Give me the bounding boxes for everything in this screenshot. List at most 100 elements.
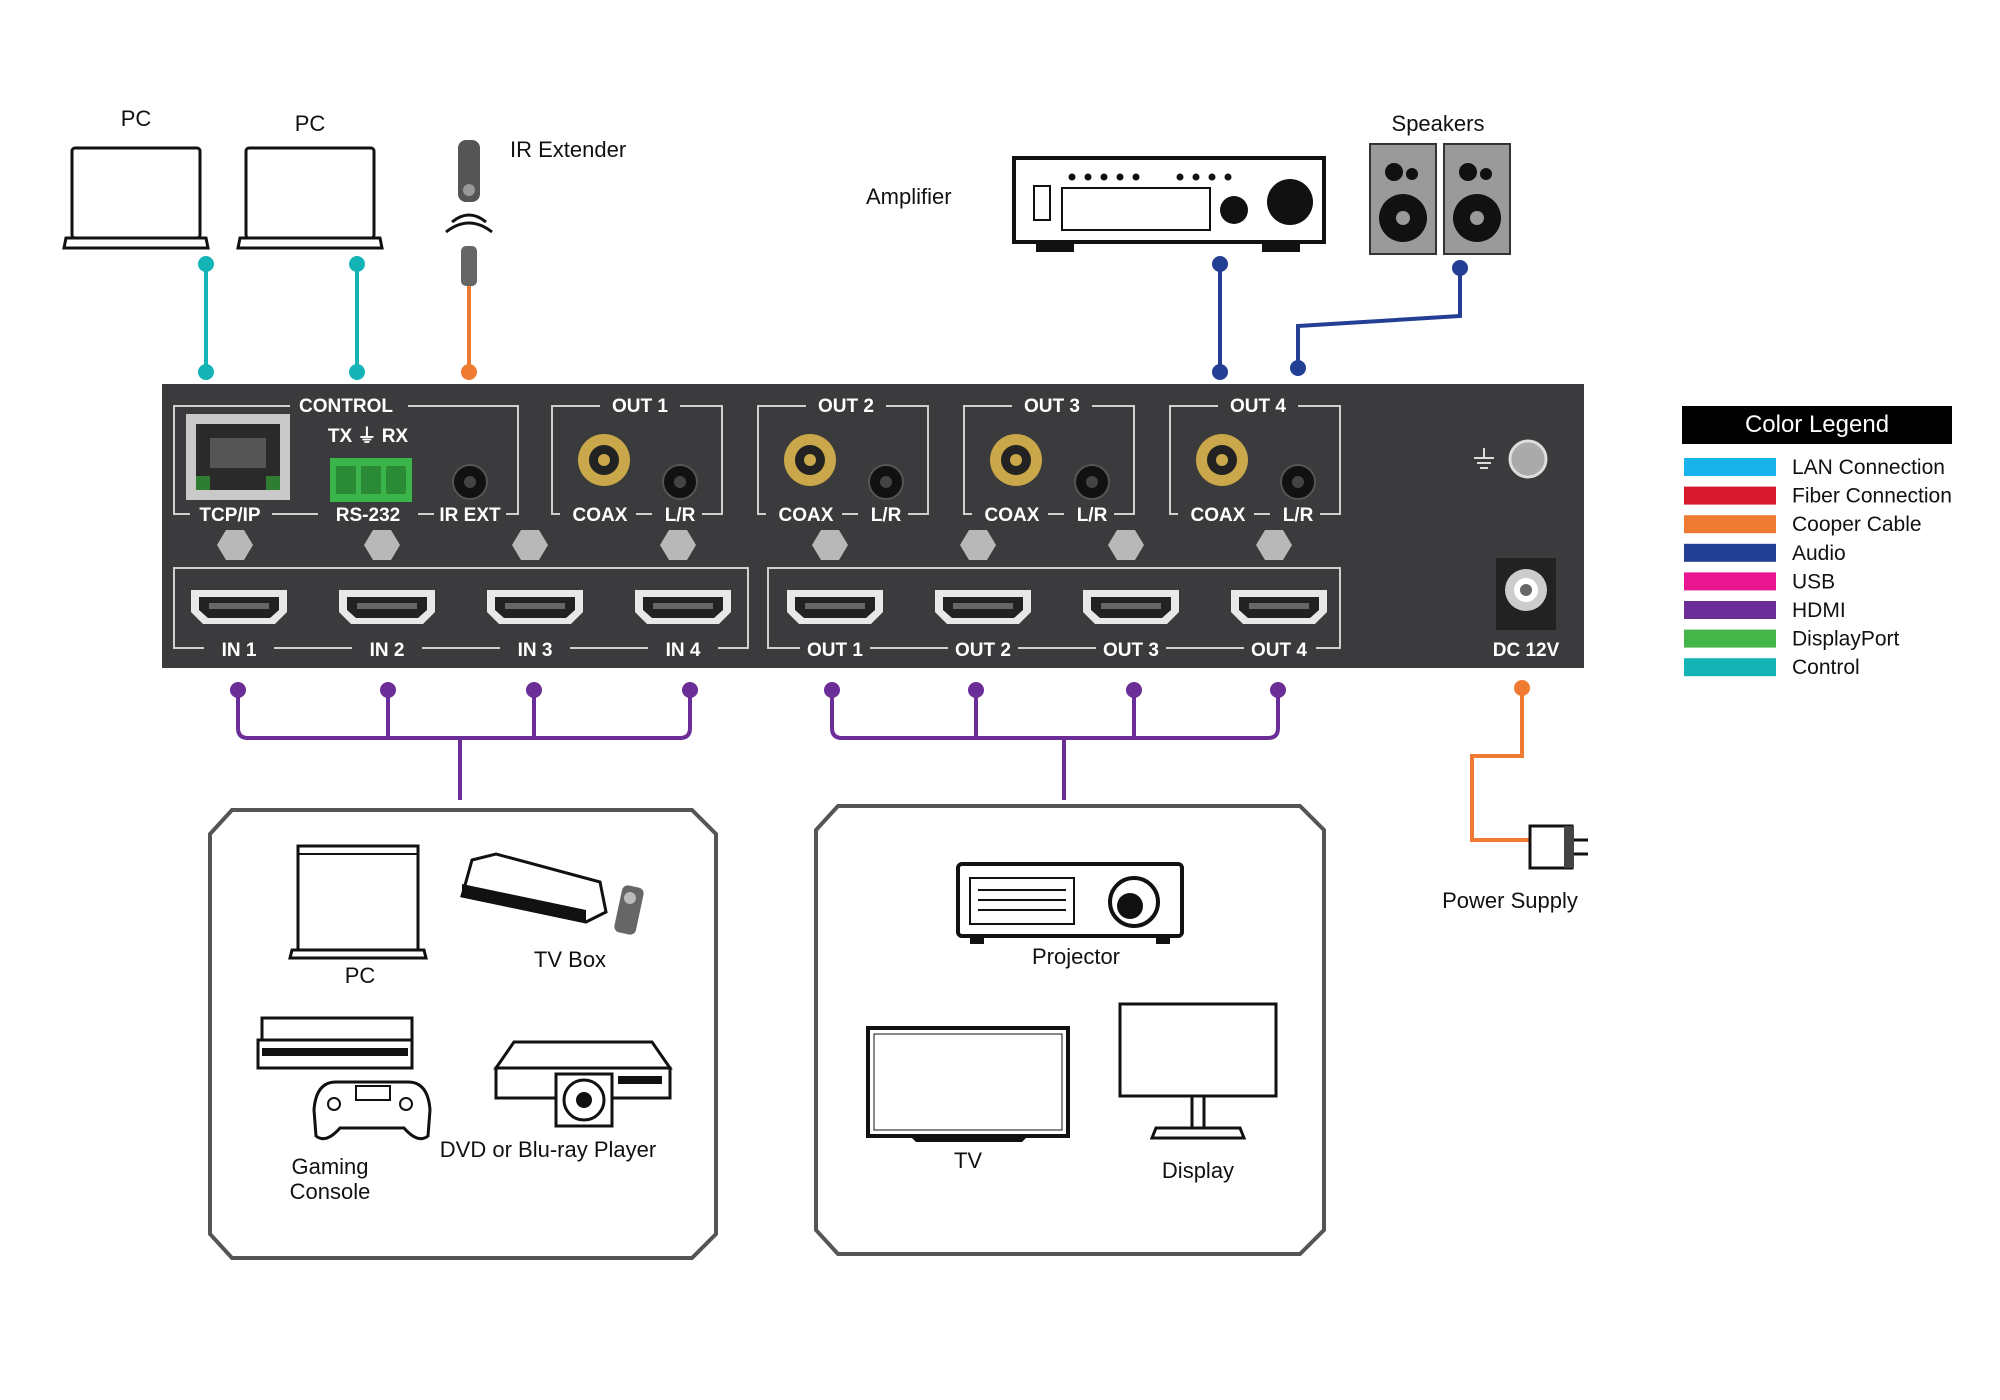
out4-audio-title: OUT 4	[1230, 396, 1286, 417]
pc-1-label: PC	[121, 106, 152, 131]
gaming-console-label-1: Gaming	[291, 1154, 368, 1179]
legend-item: HDMI	[1684, 599, 1846, 622]
legend-item: LAN Connection	[1684, 456, 1945, 479]
hdmi-output-cables	[830, 690, 1280, 800]
legend-swatch	[1684, 543, 1776, 562]
gaming-console-icon	[256, 1016, 432, 1141]
legend-swatch	[1684, 458, 1776, 476]
amplifier-audio-cable	[1212, 256, 1228, 380]
legend-label: Fiber Connection	[1792, 485, 1952, 508]
amplifier-icon	[1012, 156, 1326, 252]
pc-2-label: PC	[295, 111, 326, 136]
tv-icon	[866, 1026, 1070, 1142]
audio-out-group-2: OUT 2 COAX L/R	[757, 396, 929, 526]
hdmi-in-port-4	[635, 590, 731, 624]
out1-audio-title: OUT 1	[612, 396, 668, 417]
speakers-icon	[1369, 143, 1511, 255]
legend-title-bar	[1682, 406, 1952, 444]
projector-label: Projector	[1032, 944, 1120, 969]
out3-audio-title: OUT 3	[1024, 396, 1080, 417]
legend-item: USB	[1684, 570, 1835, 593]
power-cable	[1470, 680, 1532, 842]
legend-swatch	[1684, 515, 1776, 534]
legend-swatch	[1684, 601, 1776, 619]
source-pc-label: PC	[345, 963, 376, 988]
pc-laptop-1	[62, 146, 210, 250]
hdmi-in-label-4: IN 4	[666, 640, 701, 661]
legend-title: Color Legend	[1745, 411, 1889, 438]
tcpip-label: TCP/IP	[199, 505, 261, 526]
ground-icon	[1474, 448, 1494, 469]
pc-laptop-2	[236, 146, 384, 250]
legend-swatch	[1684, 658, 1776, 677]
hdmi-in-label-1: IN 1	[222, 640, 257, 661]
source-pc-icon	[288, 844, 428, 960]
legend-swatch	[1684, 629, 1776, 648]
legend-label: Cooper Cable	[1792, 513, 1922, 536]
matrix-switch-panel: CONTROL TX ⏚ RX TCP/IP RS-232 IR EXT OUT…	[162, 384, 1584, 668]
out2-audio-title: OUT 2	[818, 396, 874, 417]
control-title: CONTROL	[299, 396, 393, 417]
out3-coax-label: COAX	[985, 505, 1040, 526]
audio-out-group-3: OUT 3 COAX L/R	[963, 396, 1135, 526]
dc-power-jack	[1496, 558, 1556, 630]
out3-lr-label: L/R	[1077, 505, 1108, 526]
control-cable-2	[349, 256, 365, 380]
hdmi-out-label-2: OUT 2	[955, 640, 1011, 661]
audio-out-group-4: OUT 4 COAX L/R	[1169, 396, 1341, 526]
projector-icon	[956, 862, 1184, 944]
speakers-label: Speakers	[1392, 111, 1485, 136]
legend-item: DisplayPort	[1684, 628, 1900, 651]
speakers-audio-cable	[1290, 260, 1468, 376]
ir-extender-icon	[445, 140, 493, 286]
display-monitor-icon	[1118, 1002, 1278, 1140]
hdmi-out-label-4: OUT 4	[1251, 640, 1307, 661]
ir-ext-label: IR EXT	[439, 505, 501, 526]
hdmi-out-port-4	[1231, 590, 1327, 624]
hdmi-in-port-2	[339, 590, 435, 624]
hdmi-output-dots	[824, 682, 1286, 698]
legend-item: Audio	[1684, 542, 1846, 565]
legend-item: Control	[1684, 656, 1860, 679]
out2-coax-label: COAX	[779, 505, 834, 526]
legend-item: Fiber Connection	[1684, 485, 1952, 508]
audio-out-group-1: OUT 1 COAX L/R	[551, 396, 723, 526]
hdmi-in-label-3: IN 3	[518, 640, 553, 661]
out4-lr-label: L/R	[1283, 505, 1314, 526]
tv-box-icon	[460, 852, 644, 935]
tv-box-label: TV Box	[534, 947, 606, 972]
rj45-port	[186, 414, 290, 500]
power-plug-icon	[1528, 824, 1588, 870]
out2-lr-label: L/R	[871, 505, 902, 526]
legend-label: USB	[1792, 570, 1835, 593]
legend-swatch	[1684, 572, 1776, 591]
legend-label: Audio	[1792, 542, 1846, 565]
legend-item: Cooper Cable	[1684, 513, 1922, 536]
hdmi-out-label-1: OUT 1	[807, 640, 863, 661]
dvd-player-icon	[493, 1040, 673, 1128]
legend-label: DisplayPort	[1792, 628, 1900, 651]
hdmi-out-port-1	[787, 590, 883, 624]
rs232-label: RS-232	[336, 505, 400, 526]
amplifier-label: Amplifier	[866, 184, 952, 209]
out1-coax-label: COAX	[573, 505, 628, 526]
hdmi-in-label-2: IN 2	[370, 640, 405, 661]
legend-label: LAN Connection	[1792, 456, 1945, 479]
out1-lr-label: L/R	[665, 505, 696, 526]
legend-swatch	[1684, 486, 1776, 505]
control-cable-1	[198, 256, 214, 380]
gaming-console-label-2: Console	[290, 1179, 371, 1204]
out4-coax-label: COAX	[1191, 505, 1246, 526]
tx-rx-label: TX ⏚ RX	[328, 425, 409, 447]
ir-cable	[461, 286, 477, 380]
legend-label: HDMI	[1792, 599, 1846, 622]
hdmi-input-cables	[236, 690, 692, 800]
hdmi-out-port-2	[935, 590, 1031, 624]
tv-label: TV	[954, 1148, 982, 1173]
rs232-terminal	[330, 458, 412, 502]
hdmi-out-port-3	[1083, 590, 1179, 624]
dc-label: DC 12V	[1493, 640, 1560, 661]
display-label: Display	[1162, 1158, 1234, 1183]
ir-extender-label: IR Extender	[510, 137, 626, 162]
